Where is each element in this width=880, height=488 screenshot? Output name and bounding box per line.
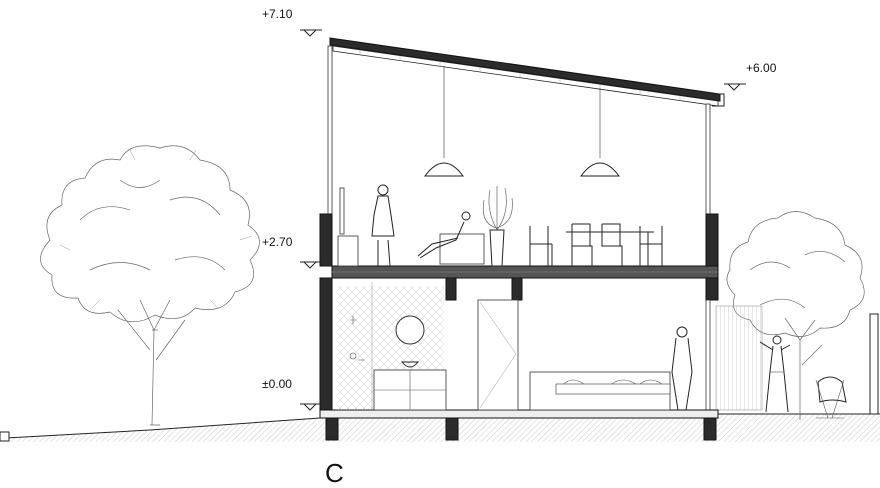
pendant-lamps — [424, 66, 620, 177]
roof — [329, 37, 725, 107]
walls — [319, 45, 719, 441]
section-marker-right — [869, 313, 879, 415]
section-label: C — [325, 458, 344, 488]
level-marker-upper-floor: +2.70 — [262, 235, 322, 269]
section-marker-left — [0, 431, 10, 442]
level-label-ground-floor: ±0.00 — [262, 377, 292, 391]
butterfly-chair — [815, 376, 847, 419]
level-label-roof-high: +7.10 — [262, 7, 293, 21]
level-label-roof-low: +6.00 — [746, 61, 777, 75]
upper-floor-furniture — [337, 184, 663, 267]
fence — [715, 305, 763, 411]
level-marker-roof-high: +7.10 — [262, 7, 322, 37]
level-marker-ground-floor: ±0.00 — [262, 377, 322, 411]
level-label-upper-floor: +2.70 — [262, 235, 293, 249]
person-outside — [759, 335, 791, 413]
ground-floor-interior — [338, 282, 693, 411]
tree-left — [40, 145, 260, 426]
level-marker-roof-low: +6.00 — [724, 61, 777, 91]
